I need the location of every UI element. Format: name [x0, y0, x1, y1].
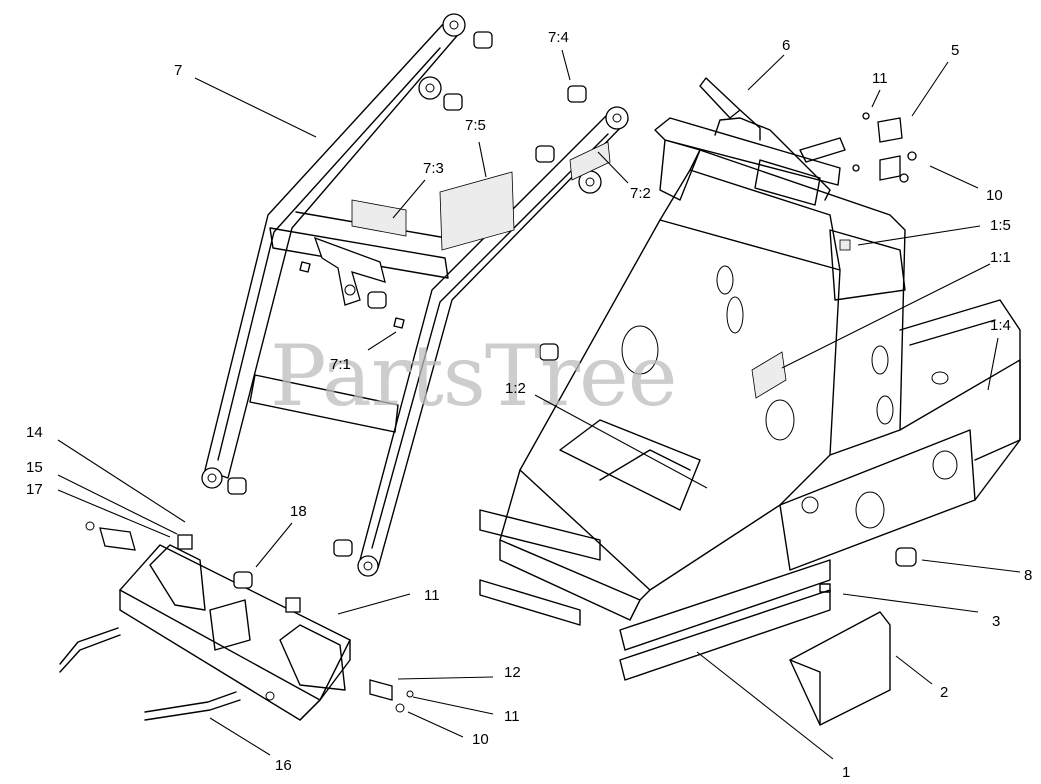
callout-1-1: 1:1 [990, 249, 1011, 266]
callout-1: 1 [842, 764, 850, 781]
callout-5: 5 [951, 42, 959, 59]
callout-11: 11 [424, 587, 440, 604]
callout-1-5: 1:5 [990, 217, 1011, 234]
callout-18: 18 [290, 503, 307, 520]
callout-1-2: 1:2 [505, 380, 526, 397]
callout-7-3: 7:3 [423, 160, 444, 177]
handle-assembly [699, 77, 846, 201]
main-frame [479, 117, 1021, 681]
callout-10: 10 [472, 731, 489, 748]
callout-labels: 7 7:3 7:5 7:4 6 11 5 7:2 10 1:5 1:1 1:4 … [26, 29, 1032, 781]
decal-7-2 [569, 141, 611, 181]
callout-14: 14 [26, 424, 43, 441]
callout-10: 10 [986, 187, 1003, 204]
decal-1-1 [751, 351, 787, 399]
callout-6: 6 [782, 37, 790, 54]
leader-lines [57, 49, 1021, 760]
decal-1-5 [839, 239, 851, 251]
callout-7-2: 7:2 [630, 185, 651, 202]
callout-7-1: 7:1 [330, 356, 351, 373]
callout-12: 12 [504, 664, 521, 681]
quick-attach-plate [59, 521, 414, 721]
cover-plate [789, 611, 891, 726]
callout-8: 8 [1024, 567, 1032, 584]
callout-16: 16 [275, 757, 292, 774]
bushing [227, 31, 587, 557]
callout-1-4: 1:4 [990, 317, 1011, 334]
callout-7-5: 7:5 [465, 117, 486, 134]
callout-15: 15 [26, 459, 43, 476]
pin-assembly-top-right [852, 112, 917, 183]
callout-11: 11 [872, 70, 888, 87]
callout-3: 3 [992, 613, 1000, 630]
callout-11: 11 [504, 708, 520, 725]
callout-17: 17 [26, 481, 43, 498]
decal-7-3 [351, 199, 407, 237]
decal-7-5 [439, 171, 515, 251]
callout-2: 2 [940, 684, 948, 701]
callout-7: 7 [174, 62, 182, 79]
callout-7-4: 7:4 [548, 29, 569, 46]
loader-arm-assembly [201, 13, 629, 577]
watermark-text: PartsTree [270, 327, 676, 425]
bolt [819, 583, 831, 593]
